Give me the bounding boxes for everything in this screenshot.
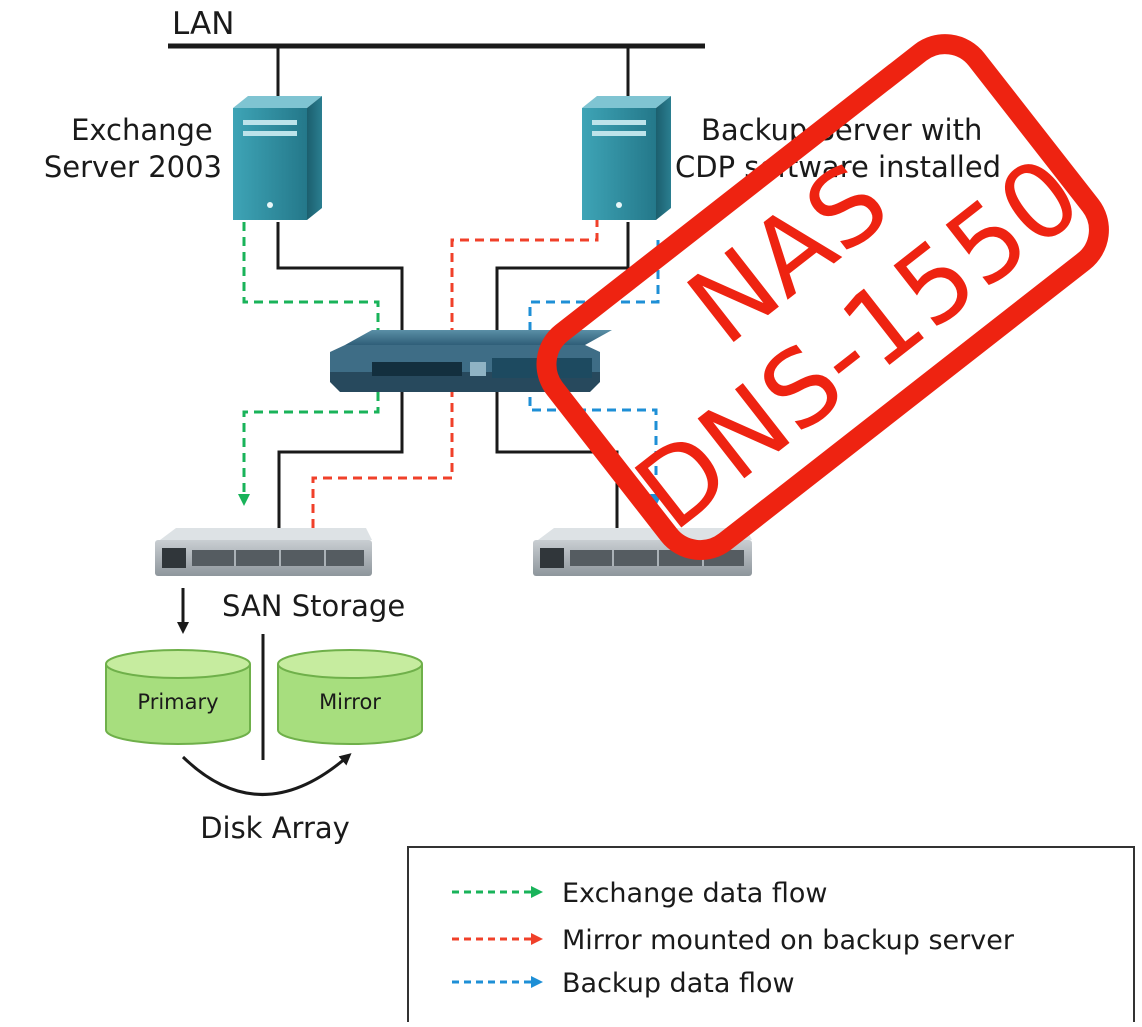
primary-disk-icon: [105, 649, 251, 745]
legend-label: Backup data flow: [562, 968, 795, 999]
legend: Exchange data flow Mirror mounted on bac…: [407, 846, 1135, 1027]
lan-bus: LAN: [168, 6, 705, 49]
legend-item-exchange: Exchange data flow: [452, 878, 828, 909]
network-cabling: [276, 47, 630, 530]
lan-label: LAN: [172, 6, 234, 42]
legend-item-mirror: Mirror mounted on backup server: [452, 925, 1015, 956]
legend-label: Exchange data flow: [562, 878, 828, 909]
legend-label: Mirror mounted on backup server: [562, 925, 1015, 956]
san-storage-icon: [155, 528, 372, 576]
legend-item-backup: Backup data flow: [452, 968, 795, 999]
disk-array-label: Disk Array: [200, 811, 350, 845]
primary-disk-label: Primary: [137, 690, 218, 714]
backup-server-icon: [582, 96, 671, 220]
mirror-disk-icon: [277, 649, 423, 745]
mirror-disk-label: Mirror: [319, 690, 381, 714]
network-switch-icon: [330, 330, 612, 392]
san-storage-label: SAN Storage: [222, 589, 405, 623]
stamp-border: [536, 34, 1109, 561]
mirror-sync-arrow: [181, 753, 352, 796]
exchange-server-icon: [233, 96, 322, 220]
exchange-server-label: Exchange Server 2003: [44, 113, 222, 184]
exchange-data-flow-path: [238, 222, 380, 506]
